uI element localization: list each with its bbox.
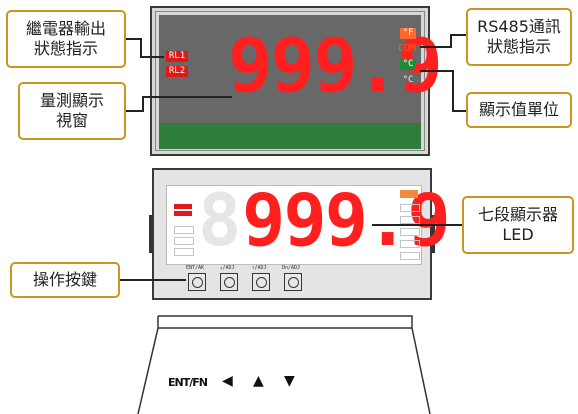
button-caption-3: ↑/ADJ <box>251 265 267 271</box>
measure-leader-v <box>142 96 144 112</box>
relay-status-callout-line2: 狀態指示 <box>33 39 98 58</box>
shift-button[interactable] <box>220 273 238 291</box>
unit-slot-2 <box>400 216 420 224</box>
front-meter: RL1 RL2 999.9 °F COM °C °C <box>150 6 443 156</box>
front-cover-outline <box>137 315 431 414</box>
seven-segment-callout-line2: LED <box>502 225 534 244</box>
up-arrow-icon: ▲ <box>253 373 264 389</box>
measure-leader-h1 <box>126 110 144 112</box>
rs485-leader-v <box>450 34 452 48</box>
unit-leader-v <box>452 70 454 112</box>
rs485-leader-h2 <box>420 46 452 48</box>
celsius-indicator: °C <box>402 75 414 85</box>
celsius-indicator-active: °C <box>400 59 416 70</box>
unit-leader-h1 <box>452 110 466 112</box>
rs485-status-callout-line2: 狀態指示 <box>486 37 551 56</box>
segment-leader <box>372 224 462 226</box>
ent-button[interactable] <box>188 273 206 291</box>
relay-leader-h1 <box>126 38 142 40</box>
measure-window-callout-line2: 視窗 <box>55 111 88 130</box>
button-caption-2: ↓/ADJ <box>219 265 235 271</box>
button-caption-4: Dn/ADJ <box>281 265 301 271</box>
seven-segment-callout: 七段顯示器 LED <box>462 196 574 254</box>
unit-slot-1 <box>400 204 420 212</box>
seven-segment-callout-line1: 七段顯示器 <box>477 205 558 224</box>
open-meter: 8 999.9 ENT/AK ↓/ADJ ↑/ADJ Dn/ADJ <box>149 168 451 300</box>
relay-status-callout-line1: 繼電器輸出 <box>25 19 106 38</box>
buttons-leader <box>120 279 186 281</box>
unit-display-callout: 顯示值單位 <box>466 92 572 128</box>
relay-2-indicator: RL2 <box>166 66 188 77</box>
down-button[interactable] <box>284 273 302 291</box>
relay-leader-h2 <box>140 56 164 58</box>
measure-window-callout: 量測顯示 視窗 <box>18 82 126 140</box>
front-meter-green-bar <box>159 123 421 149</box>
unit-slot-5 <box>400 252 420 260</box>
rs485-leader-h1 <box>450 34 466 36</box>
open-meter-side-left <box>149 215 153 253</box>
unit-display-callout-line1: 顯示值單位 <box>478 100 559 119</box>
unlit-digit: 8 <box>198 178 241 262</box>
relay-bar-1 <box>174 204 192 209</box>
rs485-status-callout-line1: RS485通訊 <box>477 17 561 36</box>
com-indicator: COM <box>397 43 417 54</box>
open-meter-side-right <box>431 215 435 253</box>
measure-window-callout-line1: 量測顯示 <box>39 91 104 110</box>
relay-leader-v <box>140 38 142 58</box>
down-arrow-icon: ▼ <box>284 373 295 389</box>
buttons-callout-line1: 操作按鍵 <box>32 270 97 289</box>
button-caption-1: ENT/AK <box>185 265 205 271</box>
ent-fn-label: ENT/FN <box>168 376 208 389</box>
relay-bar-2 <box>174 211 192 216</box>
relay-status-callout: 繼電器輸出 狀態指示 <box>6 10 126 68</box>
unit-leader-h2 <box>420 70 454 72</box>
rs485-status-callout: RS485通訊 狀態指示 <box>466 8 572 66</box>
fahrenheit-indicator: °F <box>400 28 416 39</box>
status-slot-1 <box>174 226 194 234</box>
unit-slot-orange <box>400 190 418 198</box>
unit-slot-3 <box>400 228 420 236</box>
relay-1-indicator: RL1 <box>166 51 188 62</box>
status-slot-2 <box>174 237 194 245</box>
measure-leader-h2 <box>142 96 232 98</box>
front-meter-bezel <box>155 11 425 151</box>
unit-slot-4 <box>400 240 420 248</box>
buttons-callout: 操作按鍵 <box>10 262 120 298</box>
status-slot-3 <box>174 248 194 256</box>
front-meter-screen <box>159 15 421 123</box>
left-arrow-icon: ◀ <box>222 373 233 389</box>
up-button[interactable] <box>252 273 270 291</box>
